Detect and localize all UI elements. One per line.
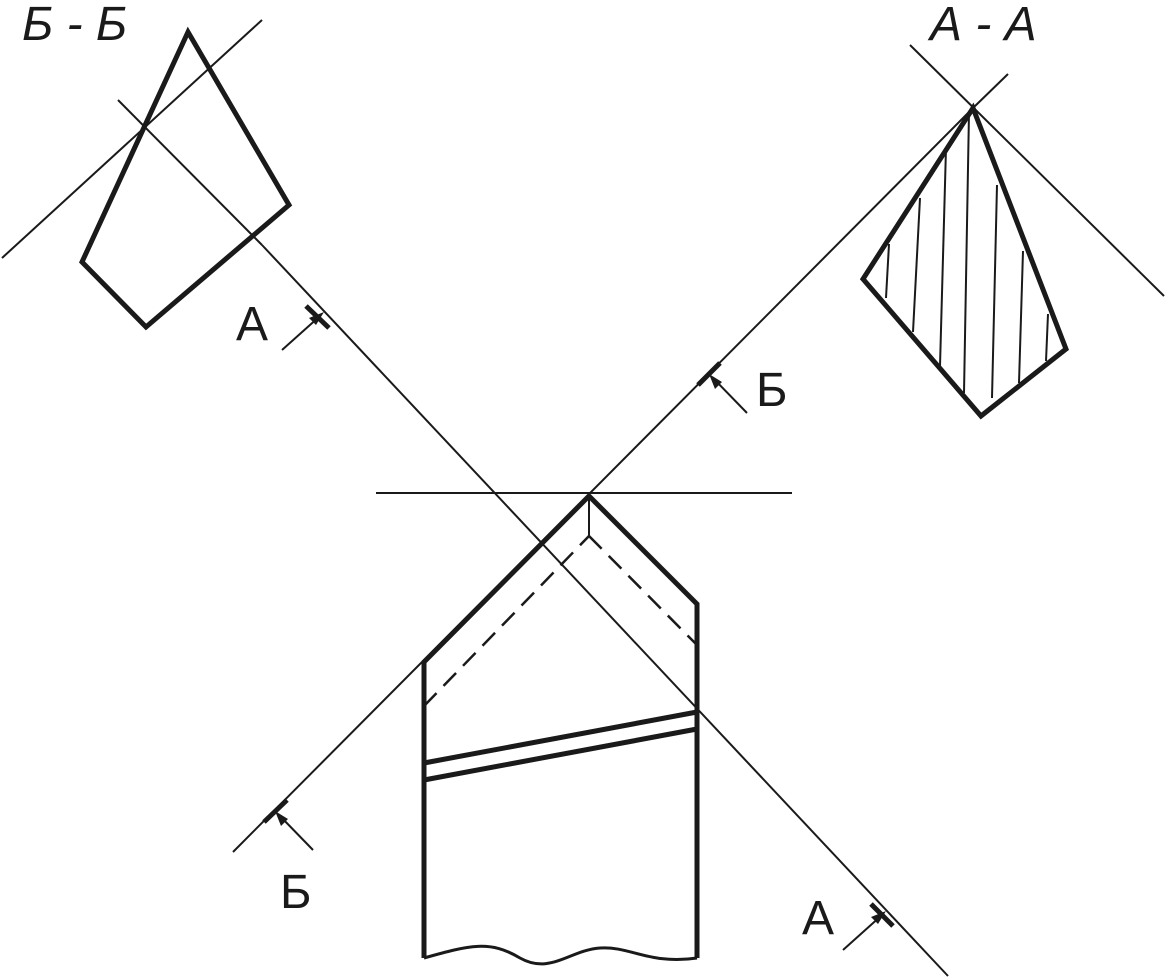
cut-a-upper-label: А (236, 298, 268, 351)
tool-wavy-break-line (423, 944, 698, 966)
section-bb-profile (79, 26, 293, 331)
tool-hidden-edge-right (588, 535, 698, 646)
cut-line-a (261, 244, 949, 977)
cut-b-lower-label: Б (280, 866, 312, 919)
cut-line-b-lower-arrowhead (275, 811, 288, 826)
cut-line-b-lower-mark (262, 798, 289, 824)
section-aa-axis-2 (972, 73, 1009, 109)
section-bb-axis-1 (1, 19, 263, 259)
cut-a-lower-label: А (802, 892, 834, 945)
section-aa-profile (859, 102, 1069, 420)
section-aa-title: А - А (927, 0, 1037, 51)
section-aa (859, 44, 1165, 420)
cut-line-a-lower-arrowhead (871, 911, 886, 924)
cut-line-b-upper-arrowhead (709, 374, 722, 389)
cut-line-b (232, 107, 974, 853)
cut-b-upper-label: Б (756, 364, 788, 417)
cut-line-a-upper-arrowhead (309, 312, 324, 325)
cut-line-a-main (261, 244, 949, 977)
section-aa-axis-1 (909, 44, 1165, 297)
section-bb (1, 19, 293, 331)
cut-line-b-main (232, 107, 974, 853)
tool-edge-line-1 (423, 709, 698, 766)
section-aa-hatching (885, 111, 1049, 399)
tool-hidden-edge-left (423, 535, 590, 707)
section-bb-axis-2 (117, 99, 263, 246)
tool-main-view (421, 492, 700, 966)
tool-edge-line-2 (423, 726, 698, 783)
section-bb-title: Б - Б (22, 0, 127, 51)
